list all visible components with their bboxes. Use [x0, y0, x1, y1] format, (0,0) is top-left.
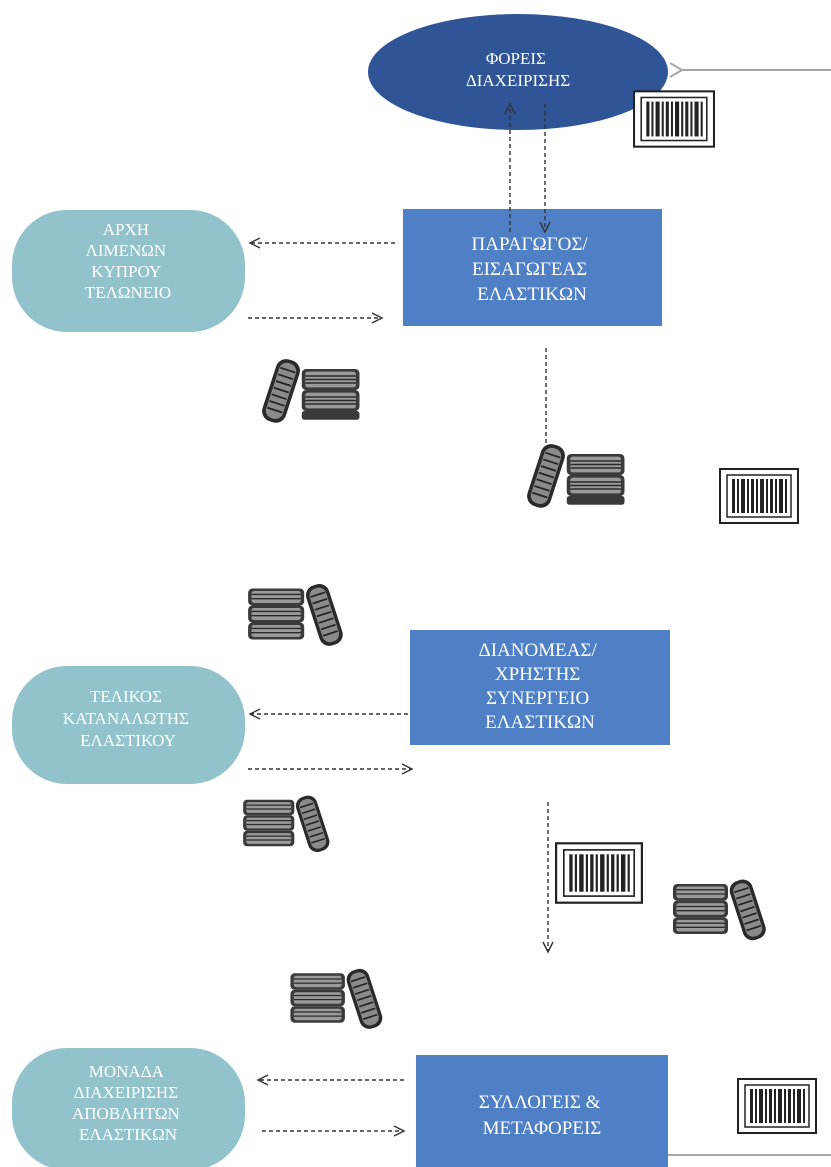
- ports-customs-node: ΑΡΧΗ ΛΙΜΕΝΩΝ ΚΥΠΡΟΥ ΤΕΛΩΝΕΙΟ: [12, 210, 245, 332]
- producer-importer-node: ΠΑΡΑΓΩΓΟΣ/ ΕΙΣΑΓΩΓΕΑΣ ΕΛΑΣΤΙΚΩΝ: [403, 209, 662, 326]
- barcode-icon: [633, 90, 715, 148]
- management-bodies-node: ΦΟΡΕΙΣ ΔΙΑΧΕΙΡΙΣΗΣ: [368, 14, 668, 130]
- flow-arrows: [248, 102, 554, 1137]
- tire-stack-icon: [242, 792, 333, 854]
- tire-stack-icon: [247, 580, 347, 648]
- collectors-transporters-node: ΣΥΛΛΟΓΕΙΣ & ΜΕΤΑΦΟΡΕΙΣ: [416, 1055, 668, 1167]
- collectors-transporters-label: ΣΥΛΛΟΓΕΙΣ & ΜΕΤΑΦΟΡΕΙΣ: [479, 1092, 605, 1139]
- tire-stack-icon: [672, 876, 768, 943]
- management-line-2: ΔΙΑΧΕΙΡΙΣΗΣ: [466, 71, 570, 90]
- barcode-icon: [719, 468, 799, 524]
- tire-stack-icon: [289, 965, 385, 1031]
- end-consumer-node: ΤΕΛΙΚΟΣ ΚΑΤΑΝΑΛΩΤΗΣ ΕΛΑΣΤΙΚΟΥ: [12, 666, 245, 784]
- barcode-icon: [555, 842, 643, 904]
- producer-importer-label: ΠΑΡΑΓΩΓΟΣ/ ΕΙΣΑΓΩΓΕΑΣ ΕΛΑΣΤΙΚΩΝ: [472, 234, 593, 305]
- end-consumer-label: ΤΕΛΙΚΟΣ ΚΑΤΑΝΑΛΩΤΗΣ ΕΛΑΣΤΙΚΟΥ: [63, 687, 193, 750]
- barcode-icon: [736, 1078, 818, 1134]
- waste-management-unit-label: ΜΟΝΑΔΑ ΔΙΑΧΕΙΡΙΣΗΣ ΑΠΟΒΛΗΤΩΝ ΕΛΑΣΤΙΚΩΝ: [72, 1062, 184, 1144]
- return-flow-line: [668, 62, 831, 1156]
- distributor-workshop-node: ΔΙΑΝΟΜΕΑΣ/ ΧΡΗΣΤΗΣ ΣΥΝΕΡΓΕΙΟ ΕΛΑΣΤΙΚΩΝ: [410, 630, 670, 745]
- ports-customs-label: ΑΡΧΗ ΛΙΜΕΝΩΝ ΚΥΠΡΟΥ ΤΕΛΩΝΕΙΟ: [85, 220, 171, 302]
- tire-stack-icon: [258, 355, 361, 425]
- distributor-workshop-label: ΔΙΑΝΟΜΕΑΣ/ ΧΡΗΣΤΗΣ ΣΥΝΕΡΓΕΙΟ ΕΛΑΣΤΙΚΩΝ: [478, 640, 601, 733]
- waste-management-unit-node: ΜΟΝΑΔΑ ΔΙΑΧΕΙΡΙΣΗΣ ΑΠΟΒΛΗΤΩΝ ΕΛΑΣΤΙΚΩΝ: [12, 1048, 245, 1167]
- management-bodies-label: ΦΟΡΕΙΣ ΔΙΑΧΕΙΡΙΣΗΣ: [466, 49, 570, 90]
- management-line-1: ΦΟΡΕΙΣ: [486, 49, 546, 68]
- tire-stack-icon: [523, 440, 626, 510]
